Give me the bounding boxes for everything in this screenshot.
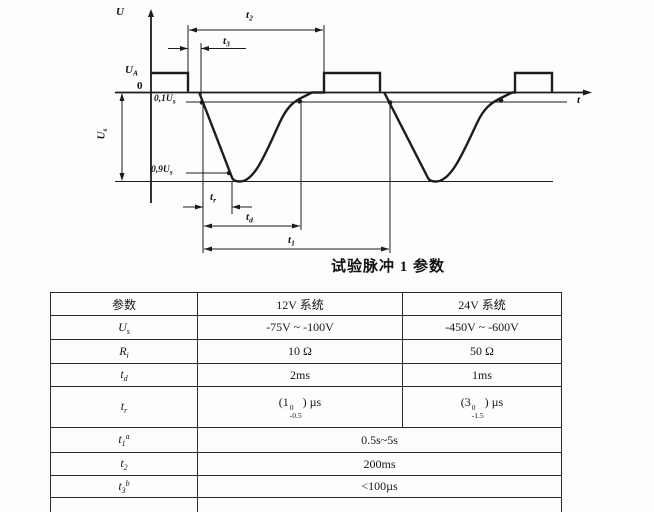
param-cell: t3b (50, 475, 198, 498)
value-cell-merged: <100µs (197, 475, 562, 498)
figure-title: 试验脉冲 1 参数 (331, 259, 446, 275)
value-cell: 1ms (402, 363, 562, 387)
ua-level-label: UA (125, 64, 138, 78)
header-cell: 参数 (50, 292, 198, 316)
td-dimension-label: td (246, 211, 253, 225)
axes (115, 14, 586, 203)
param-cell: td (50, 363, 198, 387)
value-cell-merged: 200ms (197, 452, 562, 476)
arrowheads (119, 9, 592, 252)
origin-label: 0 (137, 80, 143, 92)
param-cell: t2 (50, 452, 198, 476)
x-axis-label: t (577, 94, 581, 106)
table-row: Us-75V ~ -100V-450V ~ -600V (50, 315, 562, 340)
value-cell: 10 Ω (197, 339, 403, 364)
value-cell: 2ms (197, 363, 403, 387)
partial-row (50, 497, 562, 512)
us-dimension-label: Us (95, 128, 109, 140)
waveform-trace (151, 71, 554, 183)
header-cell: 12V 系统 (197, 292, 403, 316)
pulse-waveform-figure: U t 0 UA 0,1Us 0,9Us Us t2 t3 tr td t1 (95, 6, 592, 253)
level-09us-label: 0,9Us (151, 165, 173, 177)
table-row: t3b<100µs (50, 475, 562, 498)
tr-dimension-label: tr (210, 191, 216, 205)
curve-marker-dots (199, 98, 504, 176)
value-cell: 50 Ω (402, 339, 562, 364)
pulse-waveform-diagram (115, 9, 592, 253)
value-cell-merged: 0.5s~5s (197, 427, 562, 453)
t1-dimension-label: t1 (288, 234, 295, 248)
param-cell: tr (50, 386, 198, 428)
t2-dimension-label: t2 (246, 9, 253, 23)
param-cell: Us (50, 315, 198, 340)
param-cell: t1a (50, 427, 198, 453)
reference-lines (115, 25, 567, 253)
param-cell (50, 497, 198, 512)
value-cell: -450V ~ -600V (402, 315, 562, 340)
value-cell: -75V ~ -100V (197, 315, 403, 340)
level-01us-label: 0,1Us (154, 94, 176, 106)
y-axis-label: U (116, 6, 124, 18)
param-cell: Ri (50, 339, 198, 364)
t3-dimension-label: t3 (223, 35, 230, 49)
value-cell-merged (197, 497, 562, 512)
header-cell: 24V 系统 (402, 292, 562, 316)
